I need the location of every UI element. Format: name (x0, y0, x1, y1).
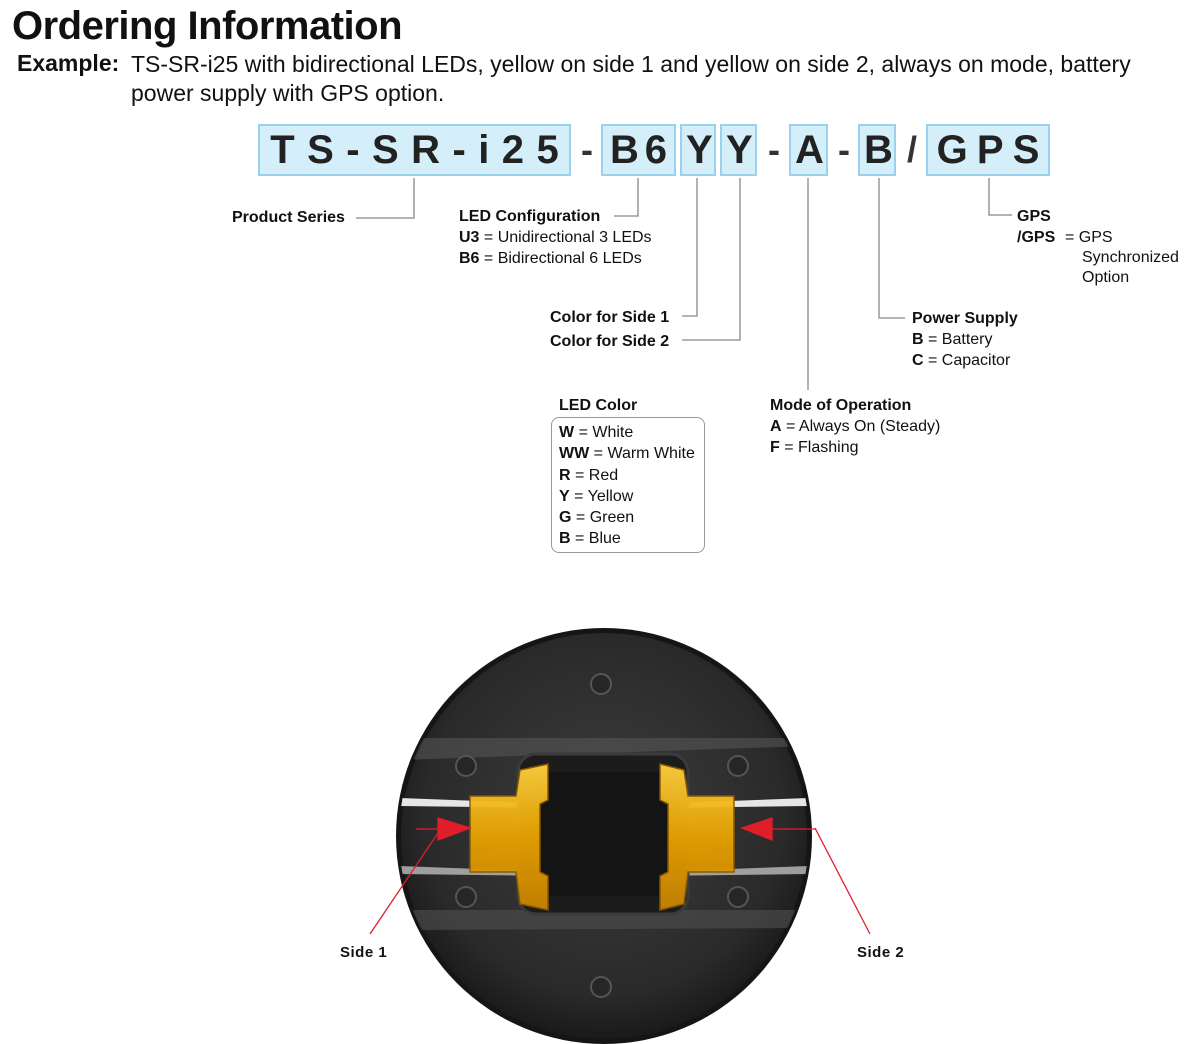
label-mode: Mode of Operation (770, 397, 912, 414)
gps-code: /GPS (1017, 229, 1056, 246)
label-product-series: Product Series (232, 209, 345, 226)
part-char: A (795, 127, 824, 172)
part-char: 2 (501, 127, 525, 172)
screw-icon (727, 755, 749, 777)
led-side1 (469, 763, 549, 911)
label-gps: GPS (1017, 208, 1051, 225)
part-char: S (307, 127, 334, 172)
screw-icon (455, 755, 477, 777)
label-color-side1: Color for Side 1 (550, 309, 670, 326)
connector-color-side2 (682, 178, 741, 341)
part-char: i (478, 127, 490, 172)
led-color-option: R = Red (559, 467, 619, 484)
part-char: S (371, 127, 399, 172)
mode-option: A = Always On (Steady) (770, 418, 941, 435)
connector-gps (988, 178, 1012, 216)
gps-desc: Option (1082, 269, 1130, 286)
gps-desc: = GPS (1065, 229, 1113, 246)
part-char: B (609, 127, 639, 172)
gps-desc: Synchronized (1082, 249, 1179, 266)
part-slash: / (906, 129, 917, 170)
part-char: - (452, 127, 466, 172)
led-config-option: U3 = Unidirectional 3 LEDs (459, 229, 652, 246)
part-char: B (864, 127, 893, 172)
arrow-line-side2 (814, 827, 871, 935)
screw-icon (455, 886, 477, 908)
arrow-line-side1 (369, 829, 441, 935)
label-led-configuration: LED Configuration (459, 208, 601, 225)
part-char: T (270, 127, 295, 172)
part-power-box: B (858, 124, 896, 176)
part-dash: - (838, 129, 850, 170)
led-color-option: B = Blue (559, 530, 621, 547)
label-led-color: LED Color (559, 397, 638, 414)
led-color-option: WW = Warm White (559, 445, 695, 462)
led-color-box (551, 417, 705, 553)
mode-option: F = Flashing (770, 439, 859, 456)
part-char: P (976, 127, 1004, 172)
power-option: B = Battery (912, 331, 993, 348)
part-char: R (411, 127, 440, 172)
led-color-option: G = Green (559, 509, 635, 526)
screw-icon (727, 886, 749, 908)
part-char: S (1012, 127, 1040, 172)
screw-icon (590, 976, 612, 998)
caption-side1: Side 1 (340, 944, 388, 961)
connector-power (878, 178, 905, 319)
part-char: - (346, 127, 360, 172)
part-char: 5 (536, 127, 559, 172)
part-char: 6 (644, 127, 668, 172)
label-power-supply: Power Supply (912, 310, 1018, 327)
part-mode-box: A (789, 124, 828, 176)
part-char: G (936, 127, 968, 172)
led-color-option: Y = Yellow (559, 488, 634, 505)
led-config-option: B6 = Bidirectional 6 LEDs (459, 250, 642, 267)
part-dash: - (768, 129, 780, 170)
example-label: Example: (17, 50, 120, 76)
part-dash: - (581, 129, 593, 170)
label-color-side2: Color for Side 2 (550, 333, 670, 350)
led-side2 (659, 763, 735, 911)
page-title: Ordering Information (12, 4, 403, 48)
connector-color-side1 (682, 178, 698, 317)
part-color-side1-box: Y (680, 124, 716, 176)
led-color-option: W = White (559, 424, 634, 441)
caption-side2: Side 2 (857, 944, 905, 961)
cavity-inner (540, 772, 668, 896)
connector-product-series (356, 178, 415, 219)
part-color-side2-box: Y (720, 124, 757, 176)
screw-icon (590, 673, 612, 695)
example-text: TS-SR-i25 with bidirectional LEDs, yello… (131, 51, 1131, 106)
part-char: Y (686, 127, 713, 172)
part-char: Y (726, 127, 753, 172)
power-option: C = Capacitor (912, 352, 1011, 369)
connector-led-config (614, 178, 639, 217)
